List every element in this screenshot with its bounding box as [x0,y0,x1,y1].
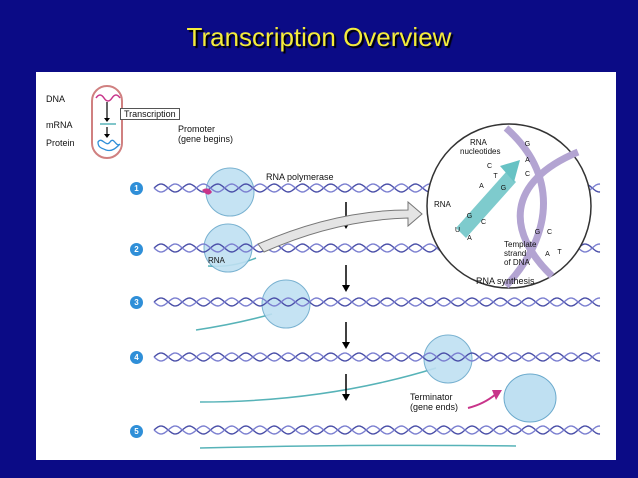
step-badge-2: 2 [130,243,143,256]
base-label: G [534,229,541,236]
base-label: C [524,171,531,178]
base-label: A [525,157,530,164]
base-label: U [454,227,461,234]
rna-strand-step-4 [199,367,437,403]
rna-strand-step-3 [195,313,273,331]
base-label: G [500,185,507,192]
dna-helix-3-strand-b [153,297,601,307]
transcription-label: Transcription [120,108,180,120]
inset-caption: RNA synthesis [476,276,535,286]
inset-rna-arrowhead [500,160,520,182]
step-badge-1: 1 [130,182,143,195]
rna-in-polymerase-label: RNA [208,256,225,265]
inset-template-sublabel-1: strand [504,249,527,258]
transcription-diagram [91,85,601,449]
base-label: G [466,213,473,220]
step-arrows [342,202,350,401]
step-badge-4: 4 [130,351,143,364]
arrow-head-1 [104,118,110,122]
legend-protein: Protein [46,138,75,148]
inset-rna-label: RNA [434,200,451,209]
legend-dna: DNA [46,94,66,104]
rna-strand-step-5 [199,444,517,449]
transcription-figure: DNA mRNA Protein Transcription 1 2 3 4 5… [36,72,616,460]
cell-protein [97,139,121,152]
inset-template-label: Template [504,240,537,249]
rna-polymerase-3 [261,279,311,329]
terminator-arrowhead [492,390,502,400]
step-badge-3: 3 [130,296,143,309]
base-label: C [486,163,493,170]
base-label: C [480,219,487,226]
slide-title: Transcription Overview [186,22,452,52]
terminator-sublabel: (gene ends) [410,402,459,412]
base-label: A [479,183,484,190]
promoter-marker [202,188,212,195]
inset-dna-strand-2 [516,148,580,279]
released-polymerase [503,373,557,423]
promoter-label: Promoter [178,124,216,134]
inset-rna-nucleotides-sublabel: nucleotides [460,147,501,156]
promoter-sublabel: (gene begins) [178,134,234,144]
base-label: T [493,173,498,180]
dna-helix-4-strand-b [153,352,601,362]
step-badge-5: 5 [130,425,143,438]
inset-template-sublabel-2: of DNA [504,258,530,267]
dna-helix-3-strand-a [153,297,601,307]
dna-helix-4-strand-a [153,352,601,362]
base-label: G [524,141,531,148]
base-label: C [546,229,553,236]
dna-helix-5-strand-a [153,425,601,435]
base-label: A [467,235,472,242]
terminator-label: Terminator [410,392,453,402]
rna-polymerase-label: RNA polymerase [266,172,334,182]
base-label: T [557,249,562,256]
arrow-head-2 [104,134,110,138]
inset-dna-strand-1 [503,125,547,289]
dna-helix-5-strand-b [153,425,601,435]
cell-dna-squiggle [95,94,121,102]
zoom-arrow [257,200,423,253]
inset-rna-nucleotides-label: RNA [470,138,487,147]
legend-mrna: mRNA [46,120,73,130]
inset-rna-strand [456,172,516,238]
terminator-arrow [467,393,497,409]
base-label: A [545,251,550,258]
